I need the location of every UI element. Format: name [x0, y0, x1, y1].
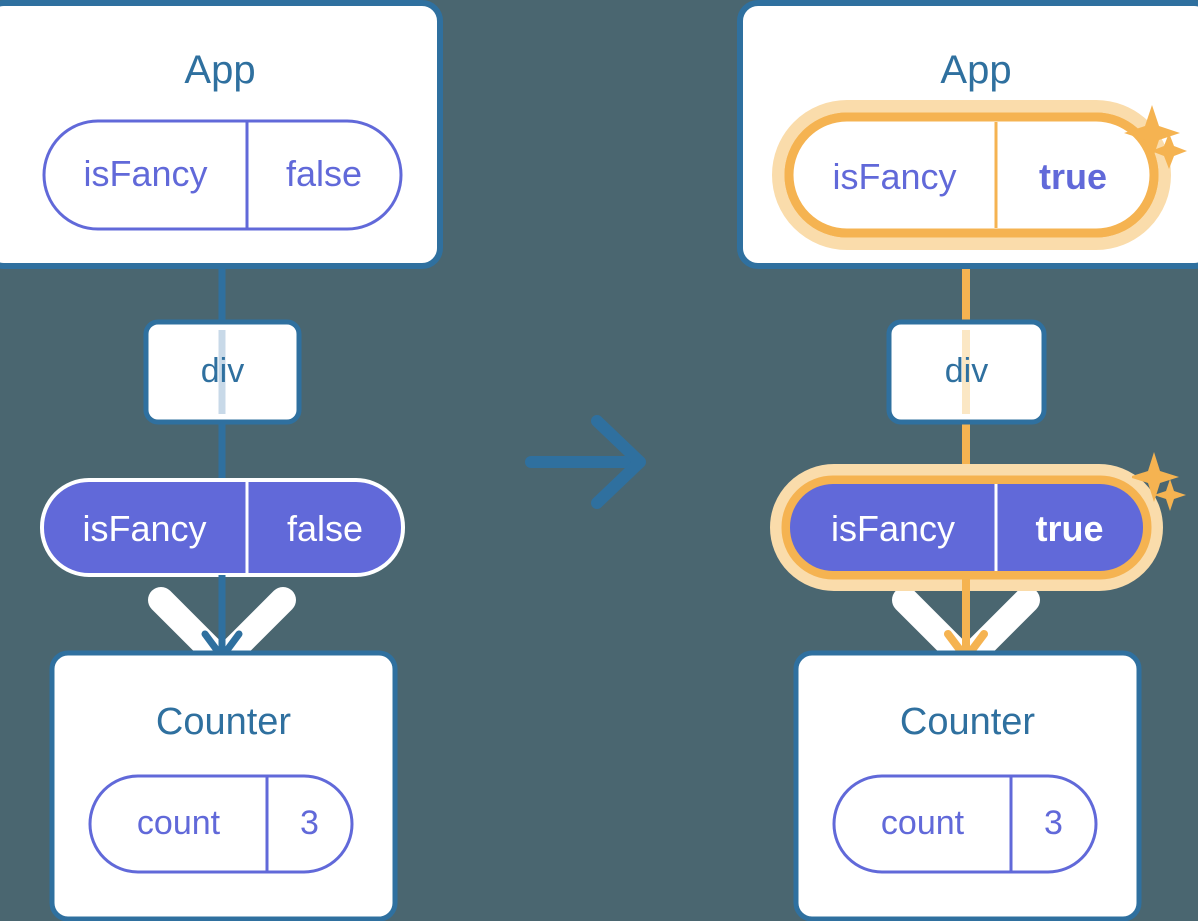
counter-state-pill [88, 774, 354, 874]
sparkle-icon-large [1124, 105, 1180, 161]
app-state-pill-glow [772, 100, 1171, 250]
sparkle-icon-group-top [1124, 105, 1187, 169]
panel-before [0, 0, 443, 921]
transition-arrow [525, 415, 646, 509]
prop-pill [790, 484, 1143, 571]
app-state-pill [784, 112, 1159, 238]
app-state-pill [42, 119, 403, 231]
panel-after [737, 0, 1198, 921]
counter-state-pill [832, 774, 1098, 874]
arrow-right-icon-head [591, 415, 646, 509]
sparkle-icon-small [1151, 133, 1187, 169]
prop-pill [40, 478, 405, 577]
